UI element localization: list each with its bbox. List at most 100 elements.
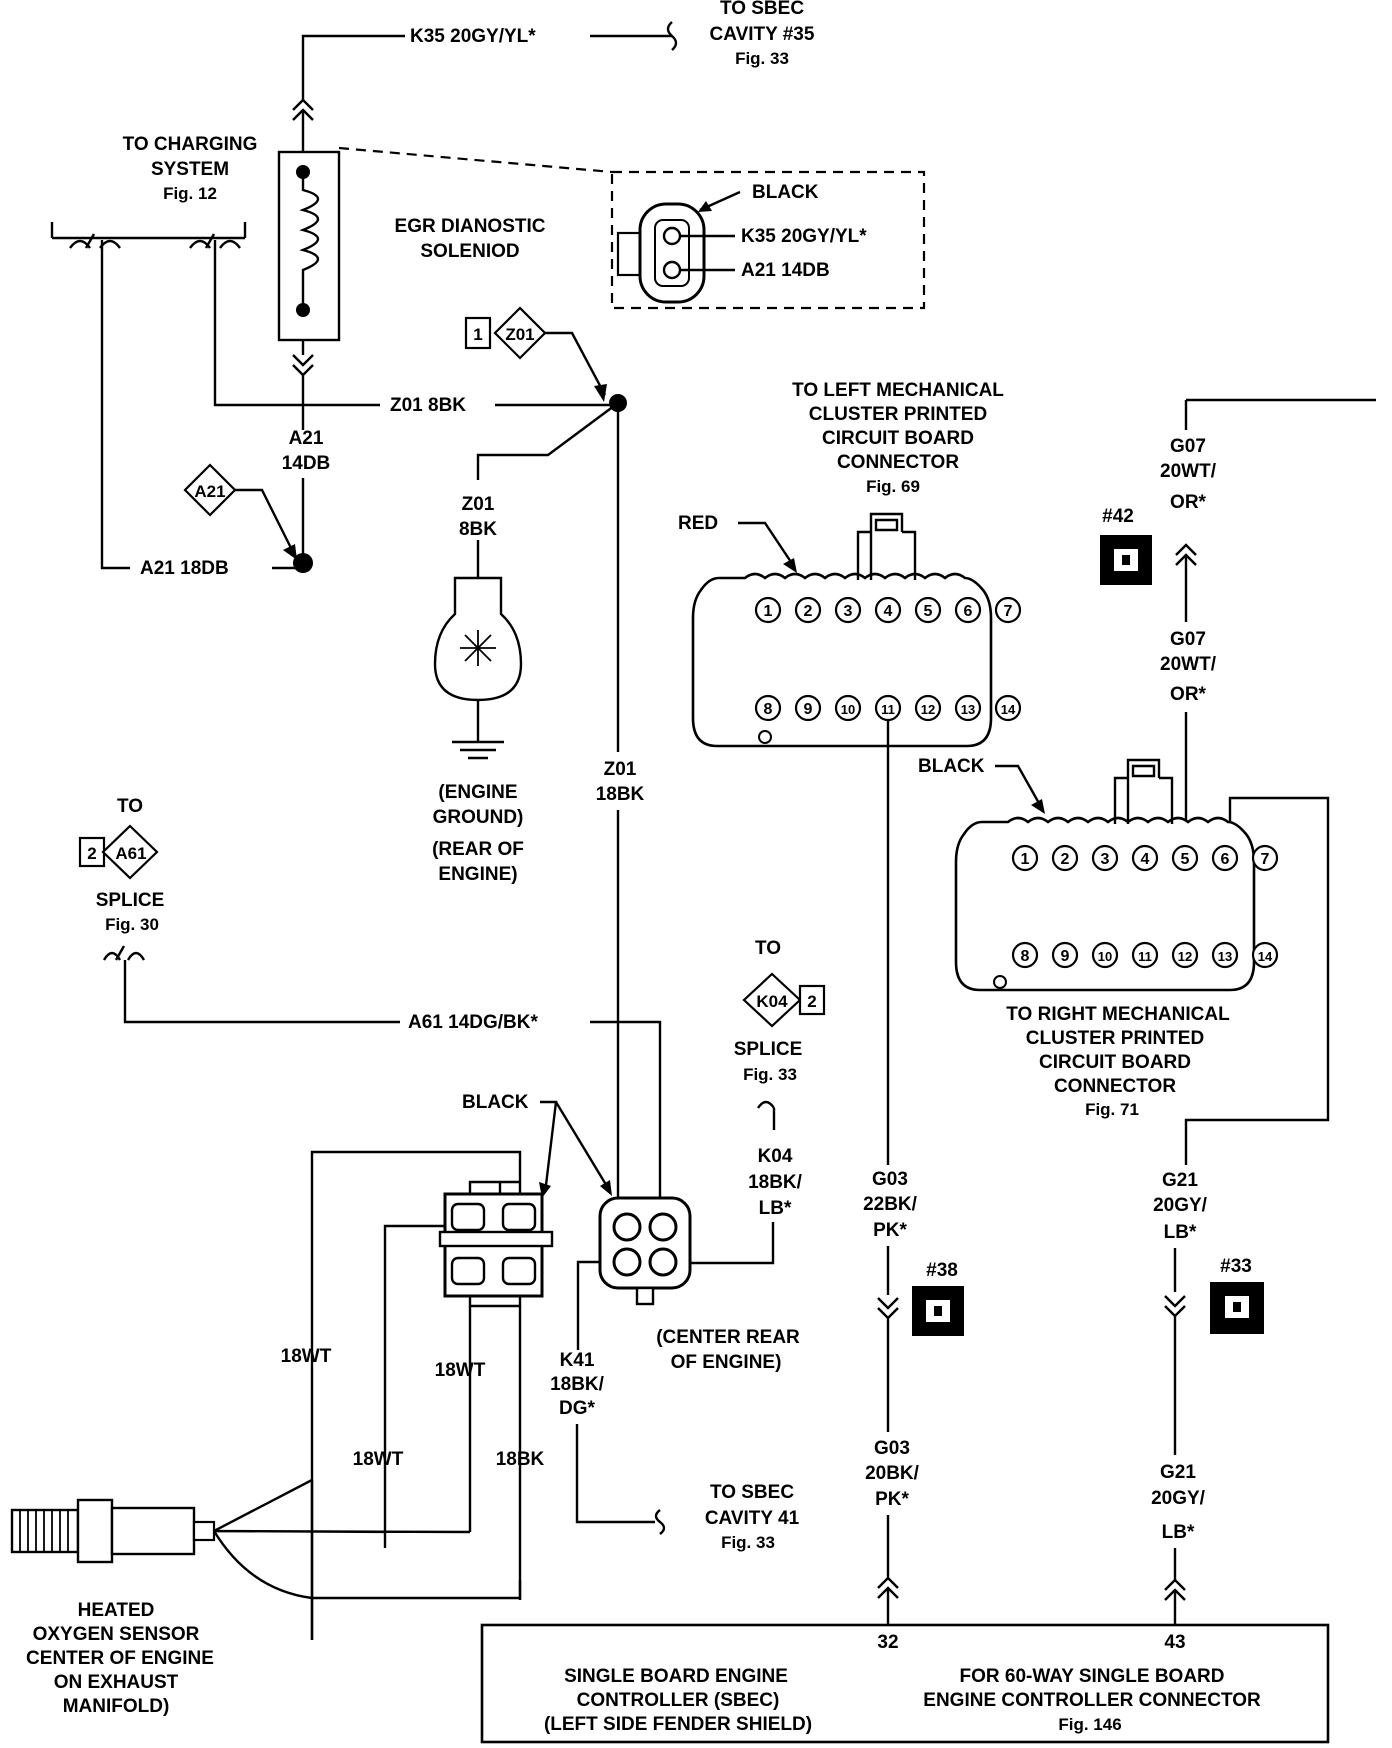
sbec-pin32: 32 (877, 1632, 898, 1653)
tag42-symbol (1100, 535, 1152, 585)
o2-sensor-line1: HEATED (78, 1600, 155, 1621)
k41-wire (575, 1424, 666, 1535)
g03-upper-1: G03 (872, 1169, 908, 1190)
connector-pin-number: 13 (961, 702, 975, 717)
left-cluster-line2: CLUSTER PRINTED (809, 404, 987, 425)
connector-pin-number: 9 (1061, 948, 1070, 965)
a61-splice-num: 2 (87, 844, 96, 863)
k04-break (757, 1100, 776, 1130)
connector-pin (1091, 844, 1119, 872)
connector-pin-number: 1 (764, 603, 773, 620)
a61-wire-label: A61 14DG/BK* (408, 1012, 538, 1033)
right-cluster-line3: CIRCUIT BOARD (1039, 1052, 1191, 1073)
k04-splice-label: SPLICE (734, 1039, 803, 1060)
g03-wire-mid (877, 1246, 899, 1432)
ground-label-4: ENGINE) (438, 864, 517, 885)
connector-pin (834, 694, 862, 722)
right-cluster-fig: Fig. 71 (1085, 1100, 1139, 1119)
k04-to: TO (755, 938, 781, 959)
o2-wire-18wt-3: 18WT (353, 1449, 404, 1470)
g21-lower-2: 20GY/ (1151, 1488, 1206, 1509)
connector-pin (954, 596, 982, 624)
connector-pin-number: 9 (804, 701, 813, 718)
connector-pin (754, 694, 782, 722)
black-pointer-lines (540, 1100, 610, 1189)
connector-pin (994, 596, 1022, 624)
sbec-left-1: SINGLE BOARD ENGINE (564, 1666, 788, 1687)
egr-pin1-label: K35 20GY/YL* (741, 226, 867, 247)
g03-wire-lower (877, 1515, 899, 1625)
a61-splice-fig: Fig. 30 (105, 915, 159, 934)
connector-pin-number: 14 (1001, 702, 1016, 717)
g21-lower-3: LB* (1162, 1522, 1195, 1543)
connector-pin-number: 13 (1218, 949, 1232, 964)
oxygen-sensor-connector (310, 1150, 554, 1640)
sbec-right-2: ENGINE CONTROLLER CONNECTOR (923, 1690, 1261, 1711)
right-cluster-line2: CLUSTER PRINTED (1026, 1028, 1204, 1049)
o2-wire-18wt-2: 18WT (435, 1360, 486, 1381)
connector-pin (874, 694, 902, 722)
sbec-cavity35-fig: Fig. 33 (735, 49, 789, 68)
a61-wire-right (590, 1020, 662, 1210)
connector-pin (794, 596, 822, 624)
z01-splice-symbol (464, 306, 627, 412)
g03-lower-1: G03 (874, 1438, 910, 1459)
connector-pin-number: 6 (1221, 851, 1230, 868)
k35-wire-label: K35 20GY/YL* (410, 26, 536, 47)
k35-top-wire (292, 21, 678, 152)
k04-wire (680, 1222, 775, 1265)
connector-pin-number: 2 (1061, 851, 1070, 868)
k04-splice-symbol (742, 972, 826, 1028)
k41-wire-3: DG* (559, 1398, 596, 1419)
connector-pin (954, 694, 982, 722)
tag38-symbol (912, 1286, 964, 1336)
egr-pin2-label: A21 14DB (741, 260, 830, 281)
g21-lower-1: G21 (1160, 1462, 1196, 1483)
egr-connector-inset (338, 146, 926, 310)
connector-pin-number: 14 (1258, 949, 1273, 964)
center-rear-connector (576, 1196, 692, 1350)
connector-pin-number: 4 (884, 603, 893, 620)
connector-pin (1131, 844, 1159, 872)
o2-sensor-line2: OXYGEN SENSOR (33, 1624, 200, 1645)
g21-upper-3: LB* (1164, 1222, 1197, 1243)
connector-pin (994, 694, 1022, 722)
sbec-cavity35-line2: CAVITY #35 (710, 24, 815, 45)
connector-pin-number: 10 (841, 702, 855, 717)
a61-to: TO (117, 796, 143, 817)
k04-wire-3: LB* (759, 1198, 792, 1219)
center-rear-line1: (CENTER REAR (656, 1327, 800, 1348)
connector-pin (1011, 941, 1039, 969)
connector-pin-number: 10 (1098, 949, 1112, 964)
a21-splice-id: A21 (194, 482, 225, 501)
left-cluster-fig: Fig. 69 (866, 477, 920, 496)
connector-pin-number: 1 (1021, 851, 1030, 868)
z01-splice-num: 1 (473, 325, 482, 344)
a21-14db-line2: 14DB (282, 453, 331, 474)
connector-pin (1051, 844, 1079, 872)
connector-pin (794, 694, 822, 722)
ground-label-2: GROUND) (433, 807, 524, 828)
z01-ground-wire (433, 402, 619, 760)
connector-pin-number: 8 (764, 701, 773, 718)
k04-wire-1: K04 (758, 1146, 793, 1167)
ground-label-1: (ENGINE (438, 782, 517, 803)
connector-pin (914, 694, 942, 722)
g21-wire-lower (1164, 1548, 1186, 1625)
a61-splice-id: A61 (115, 844, 146, 863)
sbec-right-1: FOR 60-WAY SINGLE BOARD (960, 1666, 1225, 1687)
connector-pin-number: 3 (844, 603, 853, 620)
tag38-label: #38 (926, 1260, 958, 1281)
g03-upper-3: PK* (873, 1220, 907, 1241)
connector-pin (914, 596, 942, 624)
g07-connector-arrows (1175, 543, 1197, 622)
connector-pin (1171, 844, 1199, 872)
connector-pin-number: 3 (1101, 851, 1110, 868)
o2-sensor-line4: ON EXHAUST (54, 1672, 179, 1693)
connector-pin-number: 7 (1004, 603, 1013, 620)
g21-upper-2: 20GY/ (1153, 1195, 1208, 1216)
g03-lower-2: 20BK/ (865, 1463, 920, 1484)
